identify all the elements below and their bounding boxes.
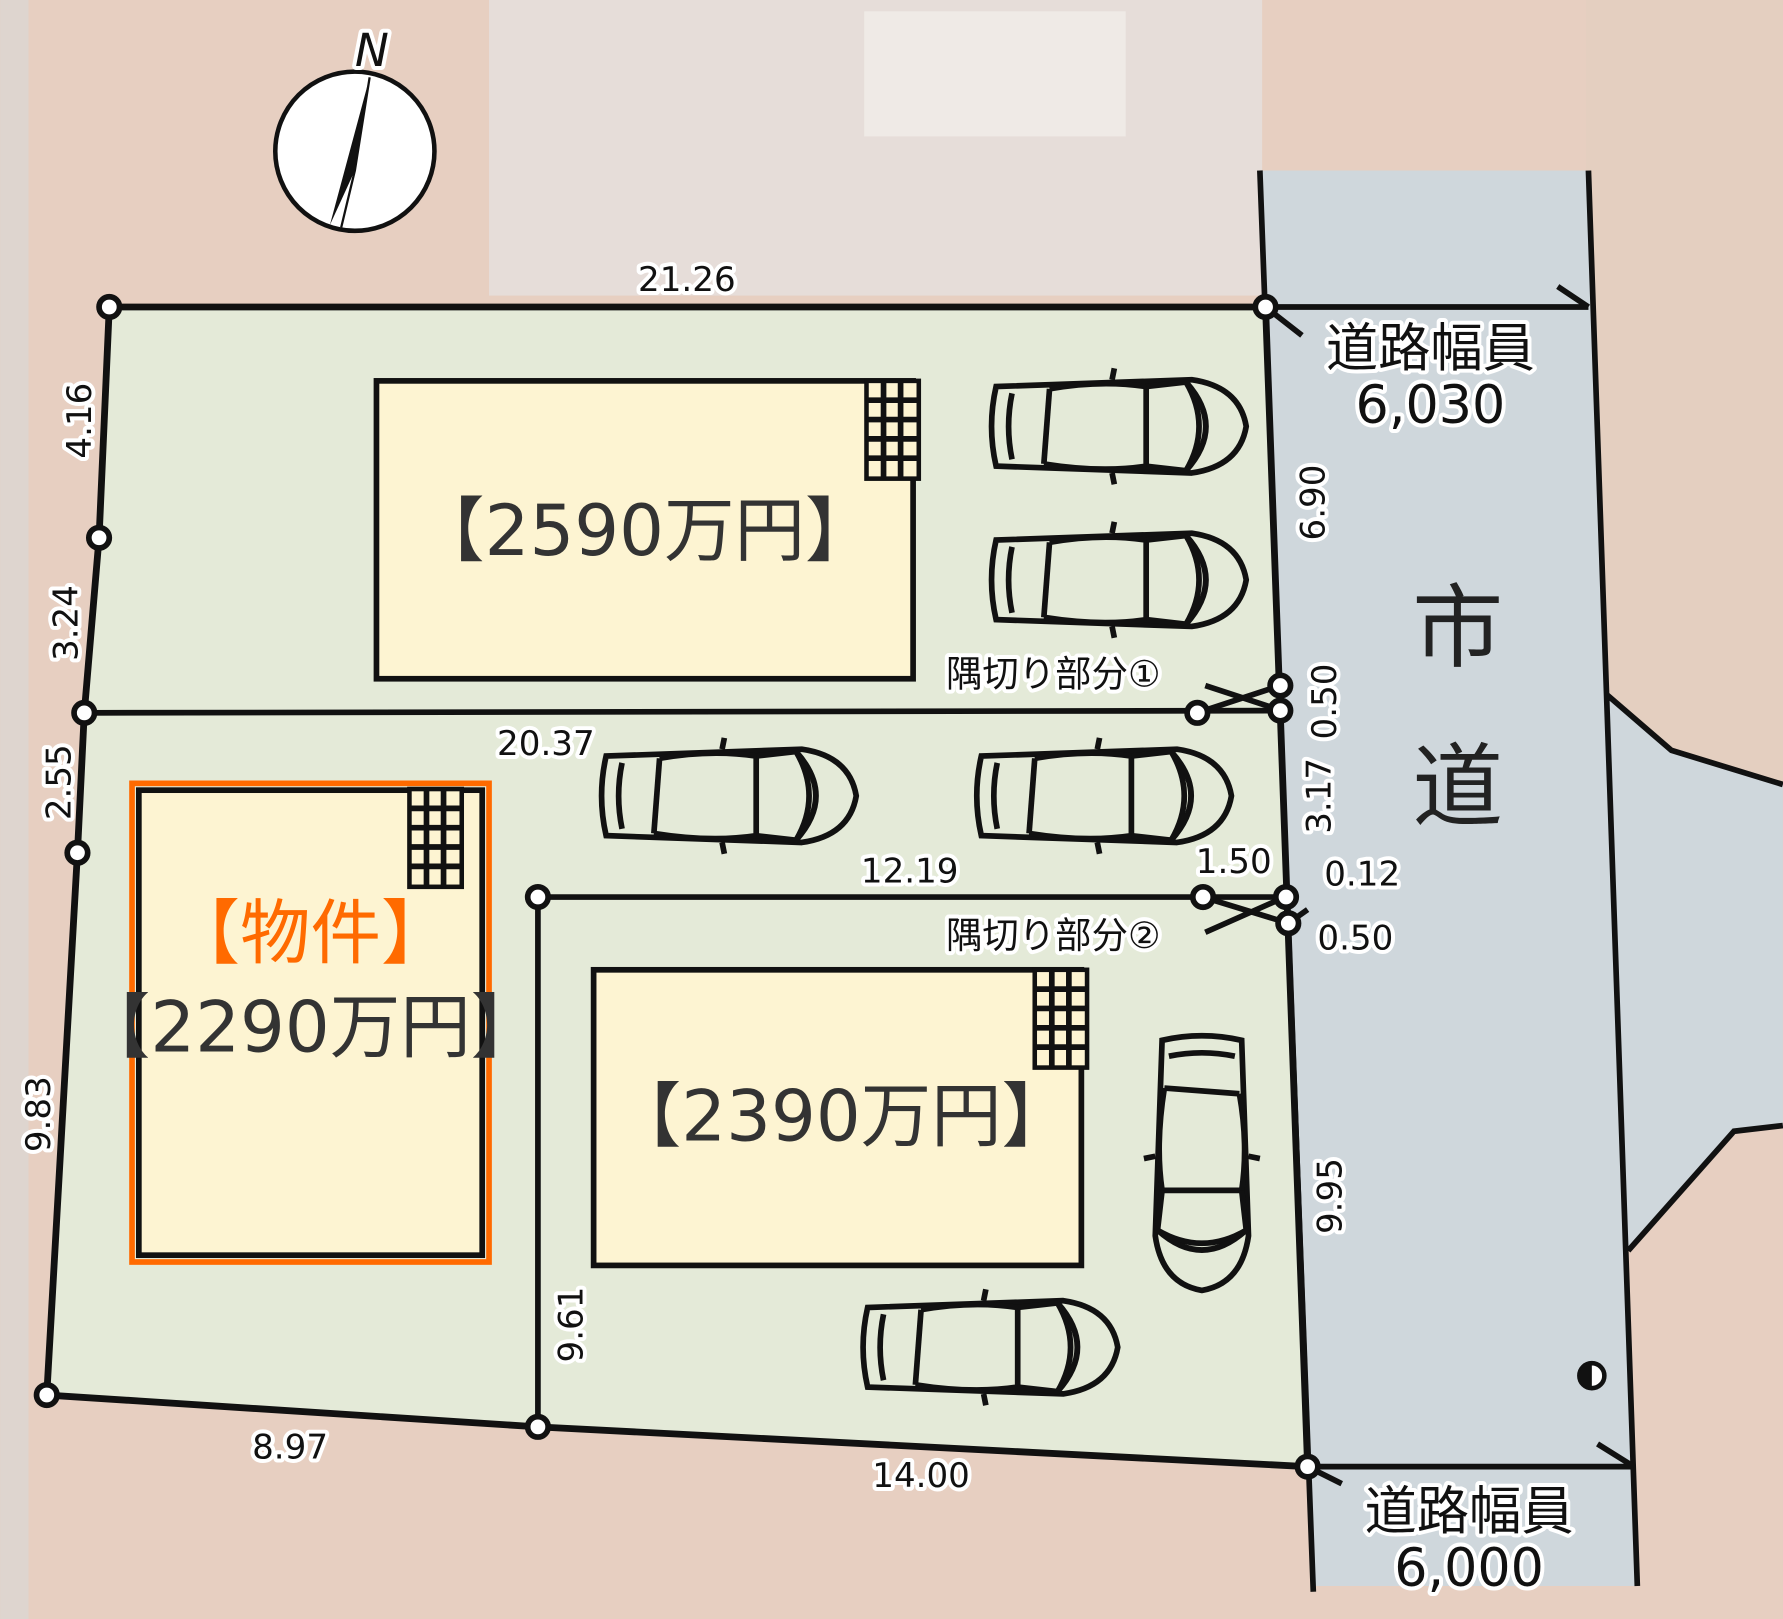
- window-grid-icon: [1035, 970, 1087, 1068]
- road-name-char-2: 道: [1412, 736, 1503, 841]
- dim-right-1: 6.90: [1294, 465, 1334, 541]
- dim-bottom-right: 14.00: [872, 1456, 970, 1496]
- car-icon: [863, 1289, 1118, 1405]
- city-road: [1259, 170, 1783, 1587]
- lot-1-price: 【2590万円】: [414, 490, 875, 572]
- dim-right-2: 3.17: [1299, 758, 1339, 834]
- car-icon: [1144, 1036, 1260, 1291]
- road-width-bottom-value: 6,000: [1394, 1538, 1544, 1599]
- dim-divider-2: 12.19: [861, 851, 959, 891]
- window-grid-icon: [866, 381, 918, 479]
- dim-left-3: 2.55: [40, 744, 80, 820]
- half-circle-marker-icon: [1577, 1360, 1607, 1391]
- window-grid-icon: [409, 789, 461, 887]
- north-compass-icon: N: [273, 20, 437, 234]
- compass-north-label: N: [355, 24, 389, 77]
- car-icon: [992, 368, 1247, 484]
- corner-cut-2-label: 隅切り部分②: [946, 914, 1161, 957]
- dim-bottom-left: 8.97: [252, 1428, 328, 1468]
- car-icon: [992, 522, 1247, 638]
- dim-cut-2-h: 1.50: [1196, 842, 1272, 882]
- dim-right-cut-1: 0.50: [1305, 664, 1345, 740]
- dim-cut-2-b: 0.50: [1317, 918, 1393, 958]
- building-lot-3: [590, 966, 1085, 1269]
- dim-left-4: 9.83: [19, 1076, 59, 1152]
- dim-left-2: 3.24: [46, 585, 86, 661]
- target-lot-highlight: [129, 780, 492, 1265]
- dim-right-3: 9.95: [1311, 1158, 1351, 1234]
- dim-left-1: 4.16: [60, 383, 100, 459]
- road-width-bottom-label: 道路幅員: [1365, 1481, 1574, 1542]
- dim-top: 21.26: [638, 260, 736, 300]
- corner-cut-1-label: 隅切り部分①: [946, 653, 1161, 696]
- car-icon: [977, 738, 1232, 854]
- lot-3-price: 【2390万円】: [611, 1075, 1072, 1157]
- dim-divider-1: 20.37: [497, 724, 595, 764]
- lot-2-tag: 【物件】: [170, 892, 452, 974]
- car-icon: [602, 738, 857, 854]
- dim-inner-vertical: 9.61: [551, 1287, 591, 1363]
- dim-cut-2-a: 0.12: [1324, 855, 1400, 895]
- road-width-top-label: 道路幅員: [1326, 318, 1535, 379]
- building-lot-1: [373, 378, 916, 682]
- road-width-top-value: 6,030: [1356, 375, 1506, 436]
- road-name-char-1: 市: [1412, 576, 1503, 681]
- lot-2-price: 【2290万円】: [80, 987, 541, 1069]
- boundary-points: [33, 293, 1321, 1480]
